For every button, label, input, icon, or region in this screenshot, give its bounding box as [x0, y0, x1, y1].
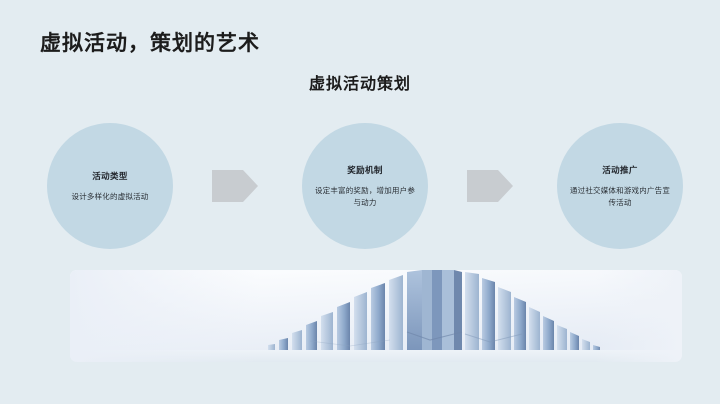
chevron-right-arrow-icon — [212, 170, 258, 202]
page-title: 虚拟活动，策划的艺术 — [40, 32, 260, 55]
process-node-description: 通过社交媒体和游戏内广告宣传活动 — [569, 186, 671, 207]
chart-title: 虚拟活动策划 — [308, 76, 411, 93]
process-node-description: 设定丰富的奖励，增加用户参与动力 — [314, 186, 416, 207]
process-node-description: 设计多样化的虚拟活动 — [71, 191, 149, 201]
process-node-1: 活动类型 设计多样化的虚拟活动 — [47, 123, 173, 249]
process-node-title: 活动推广 — [602, 165, 638, 175]
decorative-photo-band — [70, 270, 682, 362]
process-node-title: 活动类型 — [92, 170, 128, 181]
process-node-title: 奖励机制 — [347, 165, 383, 175]
process-node-2: 奖励机制 设定丰富的奖励，增加用户参与动力 — [302, 123, 428, 249]
process-diagram: 活动类型 设计多样化的虚拟活动 奖励机制 设定丰富的奖励，增加用户参与动力 活动… — [0, 123, 720, 249]
process-node-3: 活动推广 通过社交媒体和游戏内广告宣传活动 — [557, 123, 683, 249]
chevron-right-arrow-icon — [467, 170, 513, 202]
